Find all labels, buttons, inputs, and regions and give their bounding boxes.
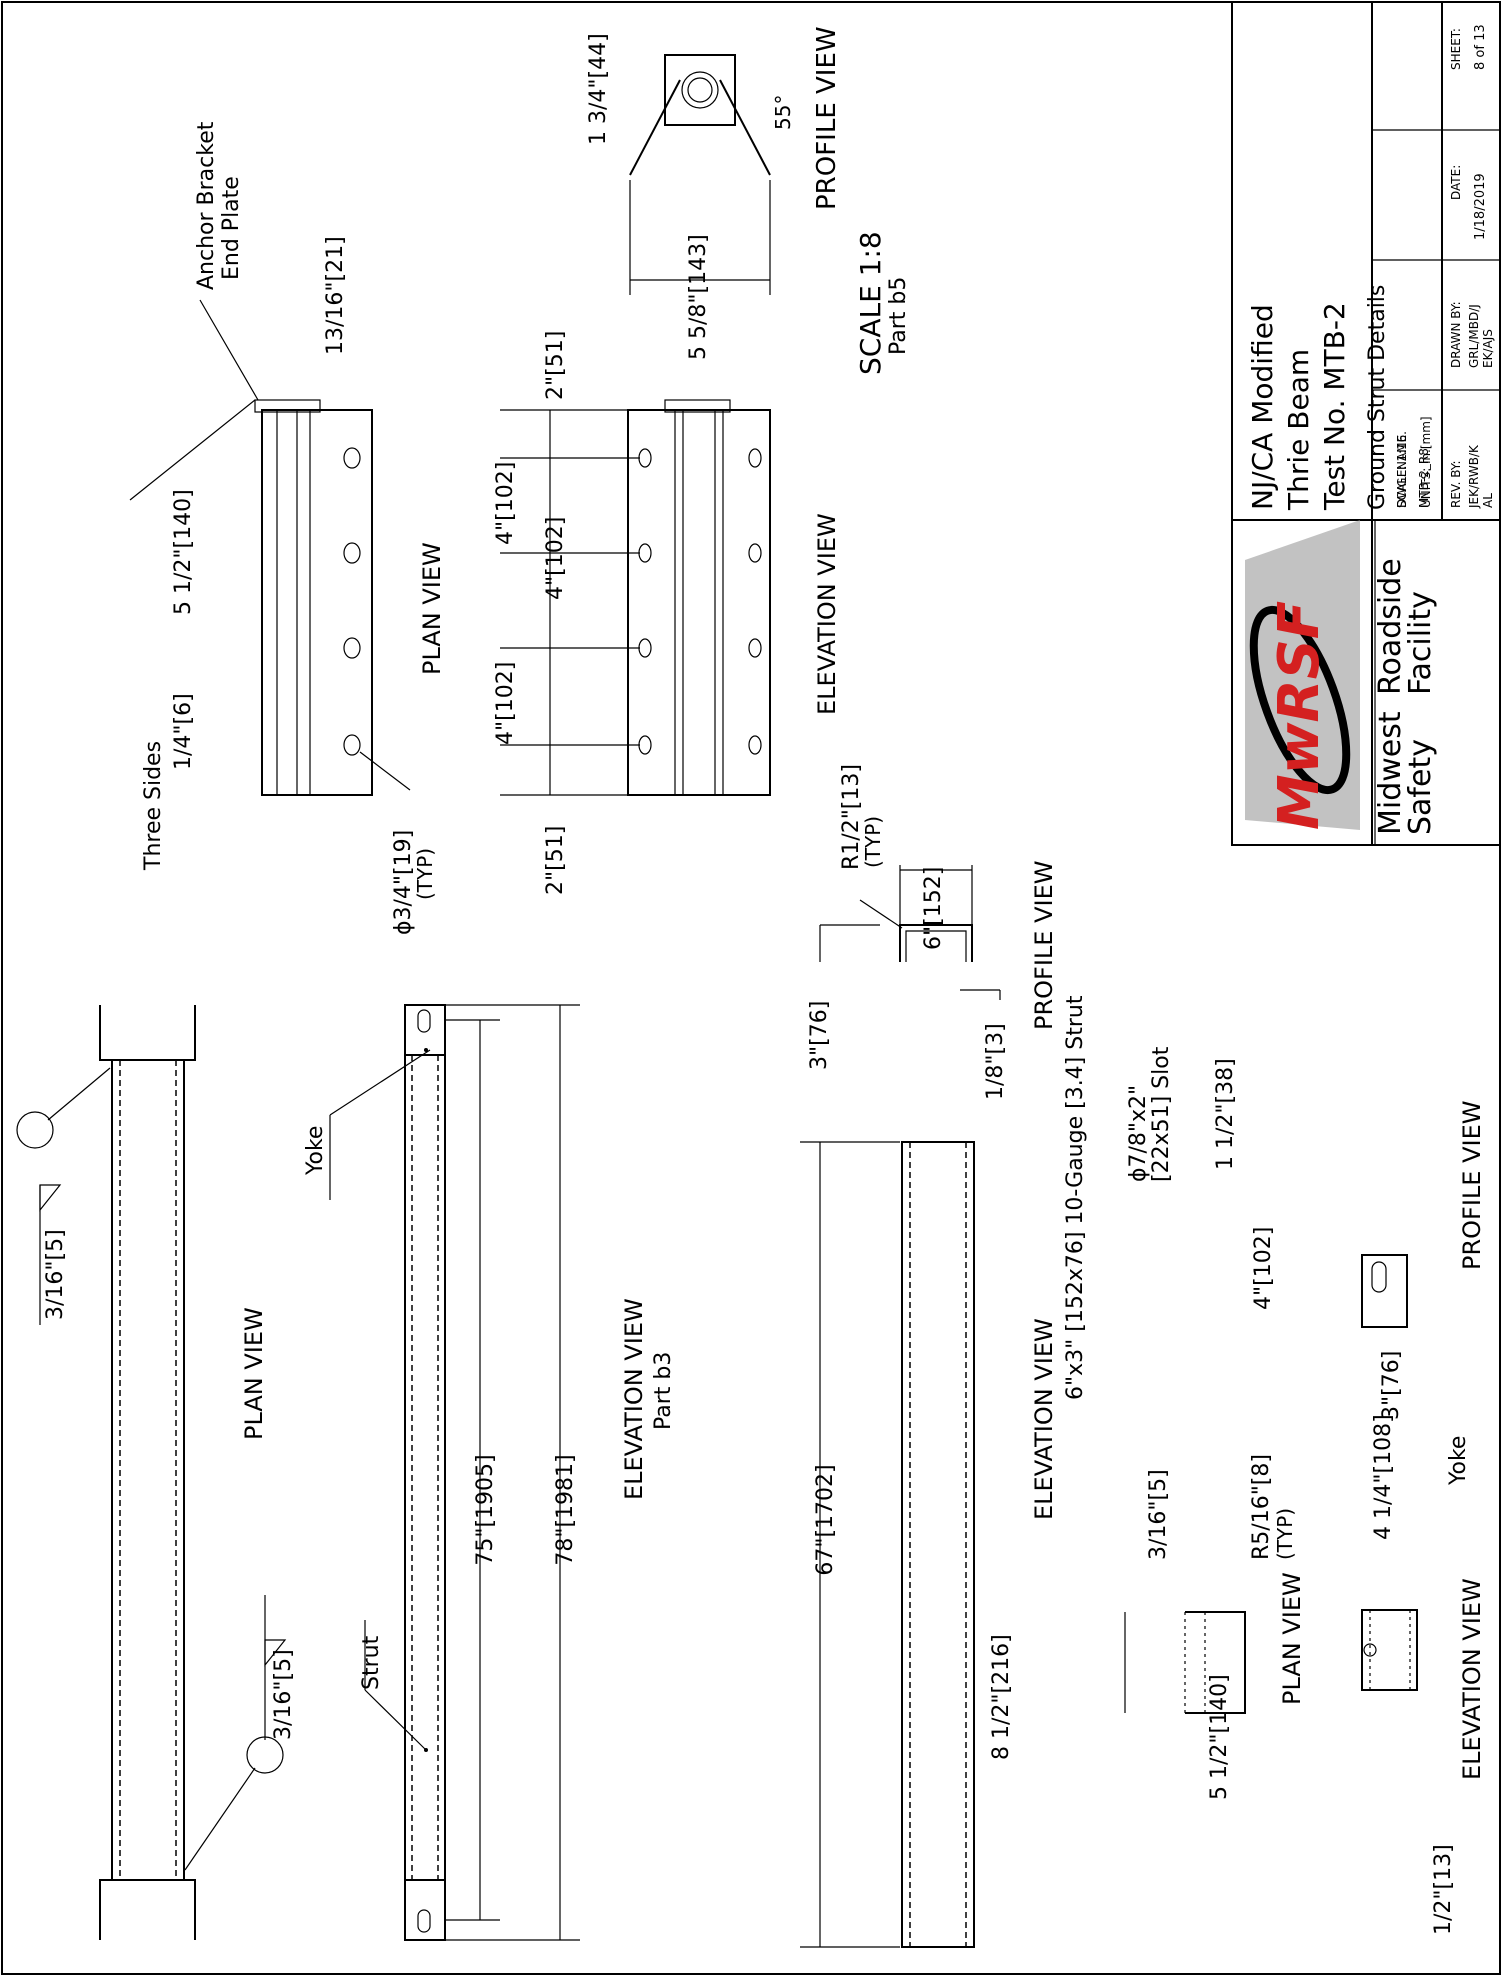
dim-4a: 4"[102]	[493, 462, 518, 545]
title-line-3: Test No. MTB-2	[1318, 302, 1351, 511]
title-line-2: Thrie Beam	[1282, 349, 1315, 511]
logo-text: MwRSF	[1267, 601, 1332, 830]
yoke-radius-typ: (TYP)	[1273, 1508, 1297, 1560]
yoke-dim-4: 4"[102]	[1251, 1227, 1276, 1310]
dim-2a: 2"[51]	[543, 331, 568, 400]
anchor-label-1: Anchor Bracket	[194, 121, 219, 290]
org-line-1: Midwest	[1373, 711, 1408, 835]
plan-view-title-b3: PLAN VIEW	[240, 1307, 268, 1440]
yoke-dim-8-5: 8 1/2"[216]	[989, 1634, 1014, 1760]
drawn-value-2: EK/AJS	[1481, 329, 1495, 368]
strut-dim-3: 3"[76]	[807, 1001, 832, 1070]
dim-13-16: 13/16"[21]	[323, 236, 348, 355]
strut-dim-thickness: 1/8"[3]	[983, 1023, 1008, 1100]
part-b3-label: Part b3	[651, 1352, 676, 1430]
weld-length-b5: 5 1/2"[140]	[171, 489, 196, 615]
plan-view-title-b5: PLAN VIEW	[418, 542, 446, 675]
dim-2b: 2"[51]	[543, 826, 568, 895]
part-b5-label: Part b5	[886, 277, 911, 355]
mwrsf-logo: MwRSF	[1245, 520, 1360, 830]
drawn-label: DRAWN BY:	[1449, 301, 1463, 368]
yoke-slot-1: ϕ7/8"x2"	[1126, 1085, 1151, 1182]
sheet-value: 8 of 13	[1473, 24, 1488, 70]
dim-4b: 4"[102]	[543, 517, 568, 600]
yoke-detail: 8 1/2"[216] 5 1/2"[140] 3/16"[5] R5/16"[…	[989, 1046, 1486, 1935]
sheet-label: SHEET:	[1449, 28, 1463, 70]
strut-caption: 6"x3" [152x76] 10-Gauge [3.4] Strut	[1063, 995, 1088, 1400]
yoke-dim-half: 1/2"[13]	[1431, 1844, 1456, 1935]
dim-75: 75"[1905]	[473, 1454, 498, 1565]
angle-55: 55°	[771, 95, 795, 130]
drawing-subtitle: Ground Strut Details	[1365, 285, 1390, 510]
three-sides-1: Three Sides	[141, 741, 166, 871]
dim-5-625: 5 5/8"[143]	[686, 234, 711, 360]
yoke-dim-5-5: 5 1/2"[140]	[1207, 1674, 1232, 1800]
strut-radius: R1/2"[13]	[839, 764, 864, 870]
title-block: SHEET: 8 of 13 DATE: 1/18/2019 DRAWN BY:…	[1231, 1, 1501, 846]
hole-typ: (TYP)	[413, 848, 437, 900]
profile-view-title-strut: PROFILE VIEW	[1030, 861, 1058, 1030]
scale-b5: SCALE 1:8	[854, 231, 887, 375]
weld-size-b5: 1/4"[6]	[171, 693, 196, 770]
yoke-dim-1-5: 1 1/2"[38]	[1213, 1058, 1238, 1170]
date-label: DATE:	[1449, 165, 1463, 200]
profile-view-title-b5: PROFILE VIEW	[812, 26, 842, 210]
yoke-dim-3-16: 3/16"[5]	[1146, 1469, 1171, 1560]
yoke-dim-3: 3"[76]	[1379, 1351, 1404, 1420]
rev-value-1: JEK/RWB/K	[1467, 444, 1481, 509]
weld-top-label: 3/16"[5]	[43, 1229, 68, 1320]
title-line-1: NJ/CA Modified	[1246, 304, 1279, 510]
yoke-dim-4-25: 4 1/4"[108]	[1371, 1414, 1396, 1540]
dim-4c: 4"[102]	[493, 662, 518, 745]
elevation-view-title-b5: ELEVATION VIEW	[813, 513, 841, 715]
strut-callout: Strut	[359, 1635, 384, 1690]
org-line-4: Facility	[1403, 591, 1438, 695]
strut-radius-typ: (TYP)	[861, 816, 885, 868]
yoke-slot-2: [22x51] Slot	[1149, 1046, 1174, 1182]
scale-label: SCALE: 1:16	[1395, 435, 1409, 508]
dim-78: 78"[1981]	[553, 1454, 578, 1565]
rev-value-2: AL	[1481, 493, 1495, 508]
strut-dim-6: 6"[152]	[921, 867, 946, 950]
part-b3-assembly: 3/16"[5] 3/16"[5] PLAN VIEW Yoke Strut 7…	[16, 1004, 676, 1941]
profile-view-title-yoke: PROFILE VIEW	[1458, 1101, 1486, 1270]
part-b5-anchor: Three Sides 1/4"[6] 5 1/2"[140] Anchor B…	[129, 26, 911, 935]
plan-view-title-yoke: PLAN VIEW	[1278, 1572, 1306, 1705]
elevation-view-title-yoke: ELEVATION VIEW	[1458, 1578, 1486, 1780]
dwg-value: MTB-2_R8	[1417, 448, 1431, 508]
dwg-label: DWG. NAME.	[1395, 431, 1409, 508]
yoke-radius: R5/16"[8]	[1249, 1454, 1274, 1560]
hole-dim: ϕ3/4"[19]	[391, 830, 416, 935]
rev-label: REV. BY:	[1449, 460, 1463, 508]
drawn-value-1: GRL/MBD/J	[1467, 304, 1481, 368]
weld-bottom-label: 3/16"[5]	[271, 1649, 296, 1740]
yoke-callout: Yoke	[303, 1126, 328, 1176]
yoke-caption: Yoke	[1446, 1436, 1471, 1486]
org-line-3: Roadside	[1373, 558, 1408, 695]
dim-67: 67"[1702]	[813, 1464, 838, 1575]
org-line-2: Safety	[1403, 739, 1438, 835]
date-value: 1/18/2019	[1473, 173, 1488, 240]
strut-detail: 67"[1702] ELEVATION VIEW 6"x3" [152x76] …	[800, 764, 1088, 1948]
units-label: UNITS: in.[mm]	[1419, 416, 1433, 508]
anchor-label-2: End Plate	[219, 176, 244, 280]
dim-1-75: 1 3/4"[44]	[586, 33, 611, 145]
elevation-view-title-b3: ELEVATION VIEW	[620, 1298, 648, 1500]
elevation-view-title-strut: ELEVATION VIEW	[1030, 1318, 1058, 1520]
